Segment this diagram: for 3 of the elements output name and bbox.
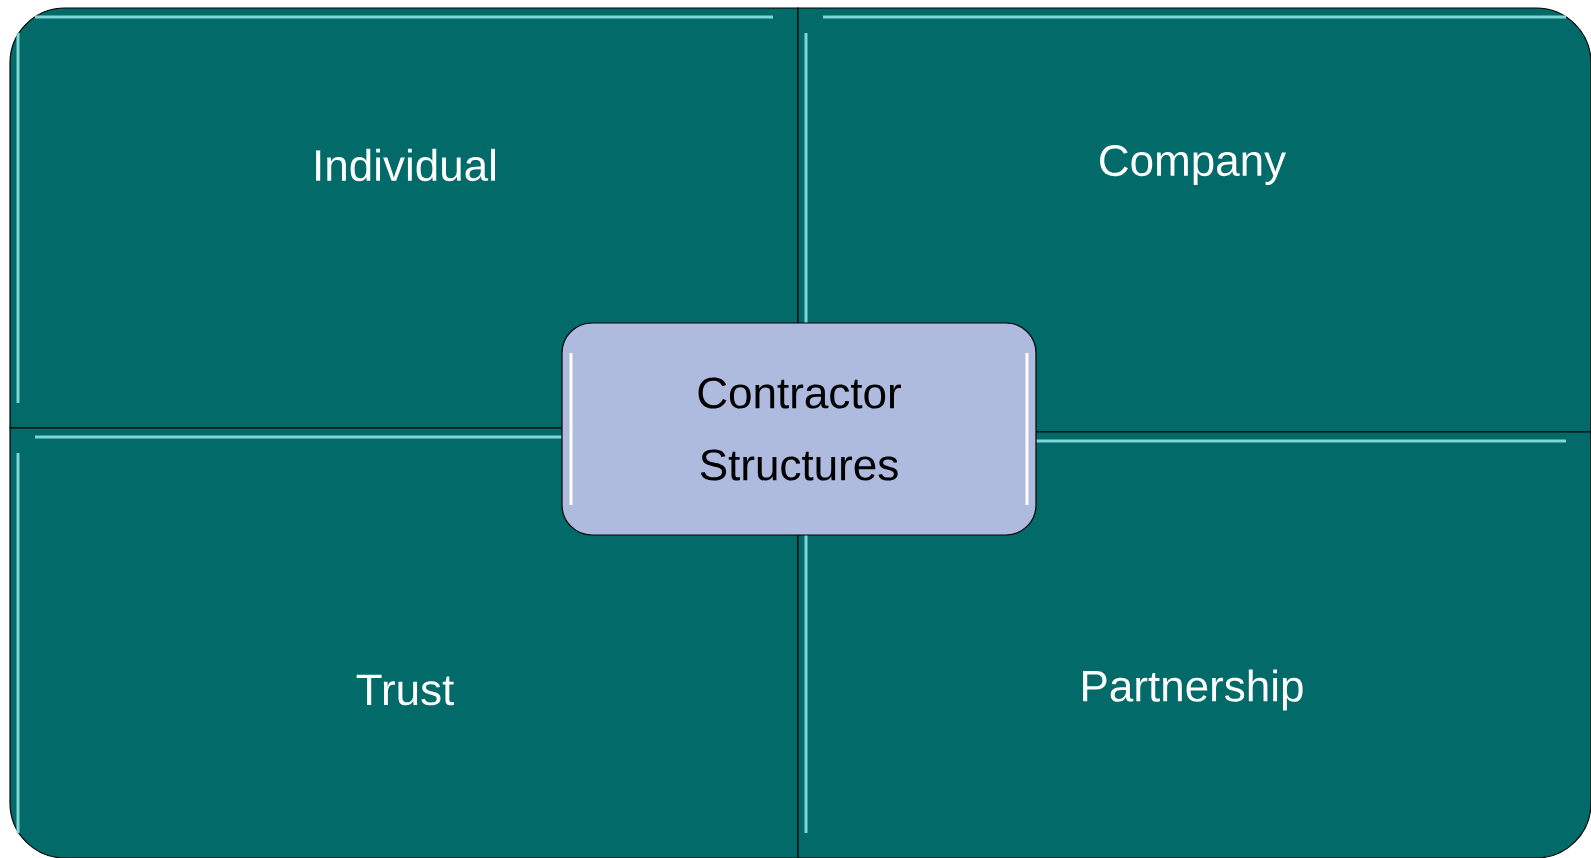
node-label: Trust: [356, 674, 454, 706]
node-label: Company: [1100, 145, 1287, 185]
center-box: Contractor Structures: [561, 322, 1037, 536]
